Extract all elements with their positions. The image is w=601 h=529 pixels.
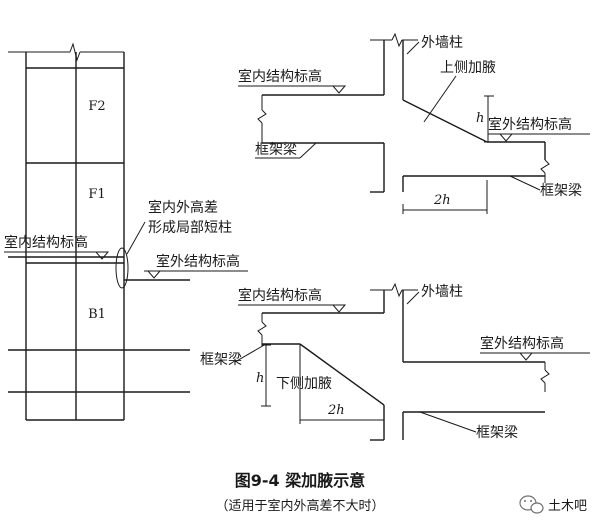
- bottom-haunch-label: 下侧加腋: [276, 376, 332, 392]
- bottom-exterior-column-label: 外墙柱: [421, 284, 463, 300]
- level-marker: [331, 85, 347, 94]
- short-column-ellipse: [115, 247, 129, 289]
- bottom-indoor-level-label: 室内结构标高: [238, 287, 322, 304]
- bottom-h-label: h: [256, 371, 264, 386]
- watermark: 土木吧: [519, 495, 587, 514]
- top-haunch-label: 上侧加腋: [440, 60, 496, 76]
- level-marker: [518, 352, 534, 361]
- top-frame-beam-left-label: 框架梁: [255, 142, 297, 158]
- floor-label-b1: B1: [88, 307, 106, 322]
- short-column-note-line1: 室内外高差: [148, 199, 218, 216]
- short-column-note-line2: 形成局部短柱: [148, 220, 232, 236]
- level-marker: [146, 270, 162, 279]
- bottom-outdoor-level-label: 室外结构标高: [480, 335, 564, 352]
- top-outdoor-level-label: 室外结构标高: [488, 116, 572, 133]
- level-marker: [331, 304, 347, 313]
- level-marker: [94, 251, 110, 260]
- figure-caption-title: 图9-4 梁加腋示意: [235, 471, 365, 490]
- top-frame-beam-right-label: 框架梁: [540, 183, 582, 199]
- top-2h-label: 2h: [433, 193, 451, 208]
- figure-caption-subtitle: （适用于室内外高差不大时）: [215, 498, 384, 514]
- top-h-label: h: [476, 111, 484, 126]
- top-haunch-detail: 外墙柱 室内结构标高 上侧加腋 h 室外结构标高 框架梁 框架梁 2h: [238, 32, 590, 214]
- outdoor-level-label: 室外结构标高: [156, 253, 240, 270]
- bottom-frame-beam-left-label: 框架梁: [200, 352, 242, 368]
- floor-label-f2: F2: [88, 99, 105, 114]
- wechat-icon: [519, 495, 544, 514]
- bottom-frame-beam-right-label: 框架梁: [476, 425, 518, 441]
- watermark-text: 土木吧: [548, 499, 587, 514]
- top-exterior-column-label: 外墙柱: [421, 35, 463, 51]
- building-section: F2 F1 B1 室内结构标高 室内外高差 形成局部短柱 室外结构标高: [4, 42, 248, 421]
- bottom-haunch-detail: 室内结构标高 外墙柱 室外结构标高 框架梁 下侧加腋 框架梁 h 2h: [200, 282, 590, 441]
- top-indoor-level-label: 室内结构标高: [238, 68, 322, 85]
- indoor-level-label: 室内结构标高: [4, 234, 88, 251]
- floor-label-f1: F1: [88, 187, 105, 202]
- level-marker: [498, 133, 514, 142]
- bottom-2h-label: 2h: [327, 403, 345, 418]
